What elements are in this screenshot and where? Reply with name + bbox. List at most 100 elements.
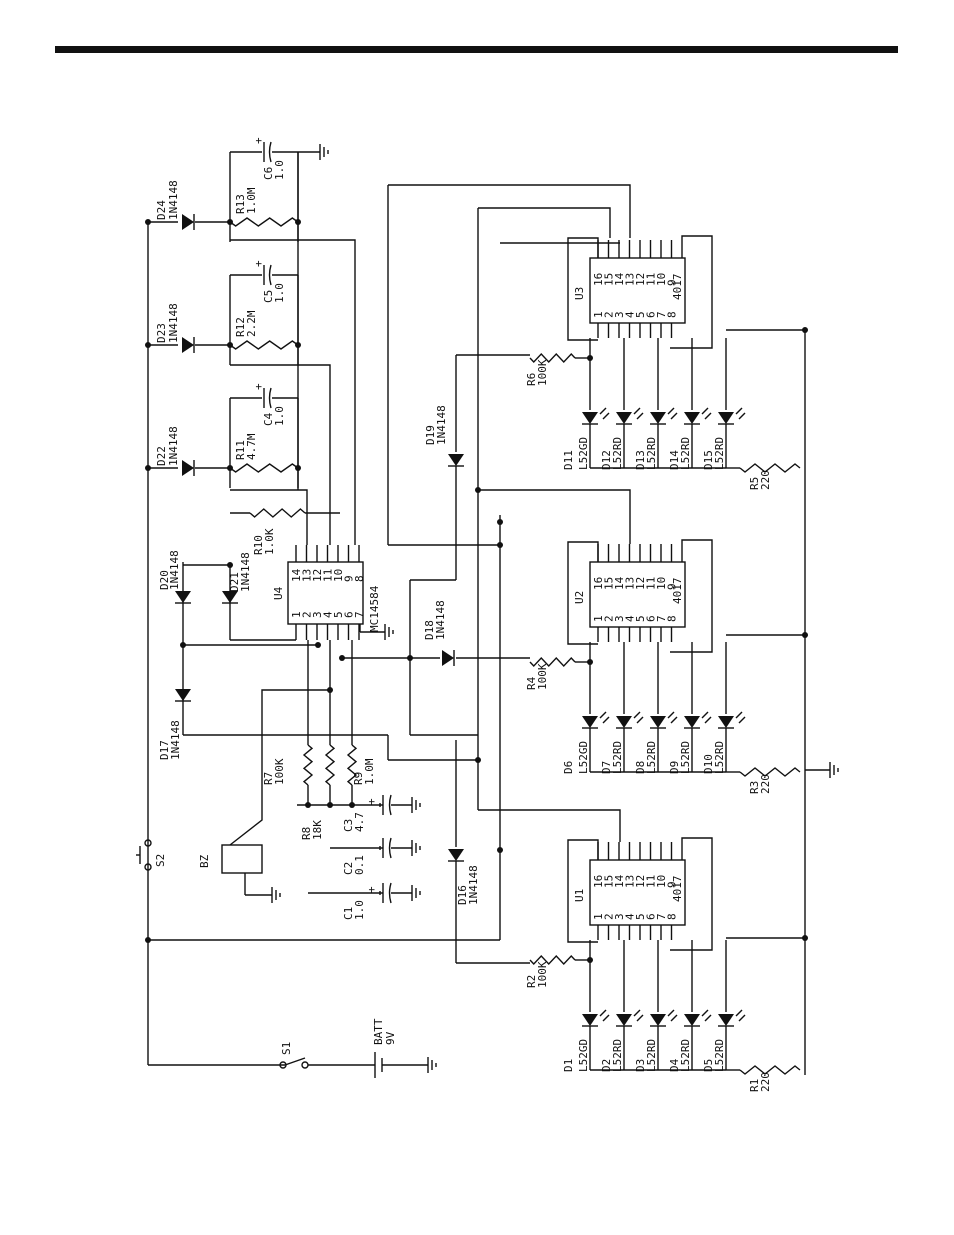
resistor-r8 <box>324 744 336 786</box>
diode-d18 <box>442 650 454 666</box>
ic-pin-label: 12 <box>311 569 324 582</box>
ic-u3 <box>589 257 686 324</box>
ground-symbol <box>411 797 421 813</box>
junction-dot <box>587 659 593 665</box>
led-arrow <box>602 716 610 724</box>
ic-pin-label: 5 <box>634 913 647 920</box>
ic-pin-label: 14 <box>613 272 626 286</box>
wire <box>230 239 356 545</box>
ic-ref: U3 <box>573 287 586 300</box>
res-label-value: 2.2M <box>245 310 258 337</box>
diode-ref: D20 <box>158 570 171 590</box>
ic-pin-label: 4 <box>624 311 637 318</box>
led-ref: D12 <box>600 450 613 470</box>
resistor-r6 <box>529 352 576 364</box>
ic-pin-label: 9 <box>666 881 679 888</box>
buzzer-bz <box>221 844 263 874</box>
led-part: L52RD <box>611 741 624 774</box>
res-label-ref: R3 <box>748 781 761 794</box>
led-arrow <box>704 1014 712 1022</box>
cap-plate <box>388 882 392 904</box>
led-d14 <box>684 412 700 424</box>
led-arrow <box>735 1009 743 1017</box>
ic-pin-label: 9 <box>666 279 679 286</box>
ic-pin-label: 1 <box>592 311 605 318</box>
led-arrow <box>633 407 641 415</box>
led-ref: D4 <box>668 1058 681 1072</box>
diode-ref: D17 <box>158 740 171 760</box>
ground-symbol <box>411 840 421 856</box>
ic-pin-label: 10 <box>655 577 668 590</box>
led-d3 <box>650 1014 666 1026</box>
cap-label-ref: C3 <box>342 819 355 832</box>
res-label-value: 1.0M <box>245 187 258 214</box>
resistor-r9 <box>346 744 358 786</box>
led-arrow <box>738 1014 746 1022</box>
ic-pin-label: 7 <box>655 913 668 920</box>
led-ref: D3 <box>634 1059 647 1072</box>
ic-pin-label: 12 <box>634 273 647 286</box>
ic-pin-label: 5 <box>634 311 647 318</box>
led-arrow <box>701 711 709 719</box>
res-label-ref: R13 <box>234 194 247 214</box>
ic-pin-label: 2 <box>603 913 616 920</box>
ic-pin-label: 16 <box>592 577 605 590</box>
junction-dot <box>802 327 808 333</box>
cap-plate <box>268 141 272 163</box>
led-arrow <box>670 412 678 420</box>
res-label-value: 100K <box>273 758 286 785</box>
diode-ref: D24 <box>155 200 168 220</box>
diode-d16 <box>448 849 464 861</box>
ic-pin-label: 4 <box>624 615 637 622</box>
led-arrow <box>701 1009 709 1017</box>
res-label-value: 18K <box>311 820 324 840</box>
diode-ref: D23 <box>155 323 168 343</box>
diode-ref: D16 <box>456 885 469 905</box>
diode-part: 1N4148 <box>167 426 180 466</box>
led-arrow <box>599 407 607 415</box>
led-ref: D5 <box>702 1059 715 1072</box>
res-label-value: 100K <box>536 663 549 690</box>
wire <box>230 364 331 545</box>
junction-dot <box>802 632 808 638</box>
led-arrow <box>667 711 675 719</box>
led-ref: D2 <box>600 1059 613 1072</box>
led-part: L52RD <box>713 741 726 774</box>
led-d10 <box>718 716 734 728</box>
cap-label-ref: C5 <box>262 290 275 303</box>
res-label-value: 220 <box>759 470 772 490</box>
led-ref: D8 <box>634 761 647 774</box>
led-arrow <box>602 1014 610 1022</box>
ground-symbol <box>829 762 839 778</box>
junction-dot <box>497 847 503 853</box>
cap-label-value: 1.0 <box>273 406 286 426</box>
ic-pin-label: 3 <box>311 611 324 618</box>
reset-loop <box>567 839 599 943</box>
ic-pin-label: 16 <box>592 273 605 286</box>
wire <box>230 489 308 545</box>
res-label-ref: R1 <box>748 1079 761 1092</box>
vdd-loop <box>670 235 713 349</box>
ic-type: 4017 <box>671 274 684 301</box>
ic-pin-label: 2 <box>603 615 616 622</box>
cap-polarity: + <box>252 137 265 144</box>
diode-ref: D18 <box>423 620 436 640</box>
reset-loop <box>567 237 599 341</box>
ic-pin-label: 13 <box>624 875 637 888</box>
ic-pin-label: 8 <box>353 575 366 582</box>
led-arrow <box>735 407 743 415</box>
ic-pin-label: 3 <box>613 311 626 318</box>
led-ref: D1 <box>562 1059 575 1072</box>
res-label-value: 100K <box>536 961 549 988</box>
diode-d20 <box>175 591 191 603</box>
led-arrow <box>701 407 709 415</box>
led-part: L52RD <box>713 1039 726 1072</box>
wire <box>388 184 631 238</box>
led-part: L52RD <box>611 437 624 470</box>
cap-plate <box>388 837 392 859</box>
led-d1 <box>582 1014 598 1026</box>
resistor-r5 <box>739 463 801 473</box>
cap-plate <box>268 264 272 286</box>
ic-pin-label: 8 <box>666 615 679 622</box>
